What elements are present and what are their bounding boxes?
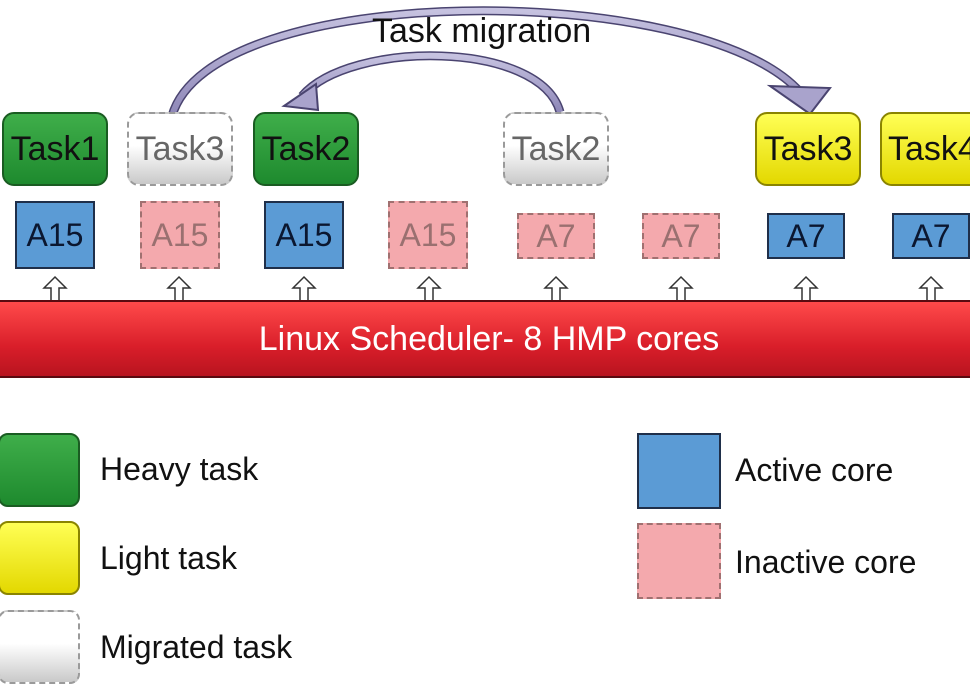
legend-label-inactive: Inactive core [735, 544, 917, 580]
migration-arrow-task2 [298, 51, 565, 114]
core-box: A7 [767, 213, 845, 259]
task-box: Task3 [755, 112, 861, 186]
up-arrow-icon [166, 275, 192, 302]
task-box: Task1 [2, 112, 108, 186]
task-box: Task2 [503, 112, 609, 186]
up-arrow-icon [543, 275, 569, 302]
legend-swatch-migrated [0, 610, 80, 684]
up-arrow-icon [42, 275, 68, 302]
core-box: A7 [642, 213, 720, 259]
legend-label-heavy: Heavy task [100, 451, 259, 487]
migration-arrowhead-task2 [281, 82, 320, 112]
up-arrow-icon [793, 275, 819, 302]
up-arrow-icon [291, 275, 317, 302]
legend-label-light: Light task [100, 540, 237, 576]
core-box: A15 [264, 201, 344, 269]
legend-label-migrated: Migrated task [100, 629, 293, 665]
up-arrow-icon [918, 275, 944, 302]
legend-label-active: Active core [735, 452, 894, 488]
core-box: A7 [892, 213, 970, 259]
core-box: A7 [517, 213, 595, 259]
up-arrow-icon [416, 275, 442, 302]
legend-swatch-active [637, 433, 721, 509]
migration-arrowhead-task3 [766, 84, 832, 116]
task-box: Task3 [127, 112, 233, 186]
task-box: Task2 [253, 112, 359, 186]
task-box: Task4 [880, 112, 970, 186]
legend-swatch-light [0, 521, 80, 595]
legend-swatch-heavy [0, 433, 80, 507]
legend-swatch-inactive [637, 523, 721, 599]
core-box: A15 [388, 201, 468, 269]
core-box: A15 [140, 201, 220, 269]
core-box: A15 [15, 201, 95, 269]
up-arrow-icon [668, 275, 694, 302]
task-migration-label: Task migration [372, 12, 592, 50]
linux-scheduler-bar: Linux Scheduler- 8 HMP cores [0, 300, 970, 378]
